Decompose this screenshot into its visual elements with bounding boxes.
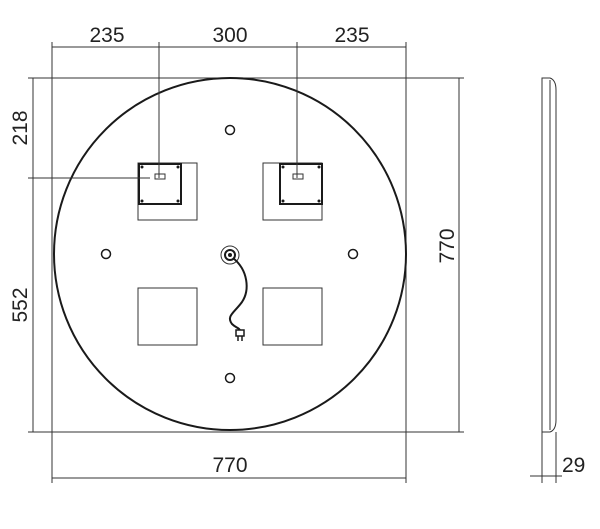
fixing-hole-left: [100, 248, 112, 260]
dim-side-depth: 29: [562, 454, 585, 477]
side-profile-outline: [541, 77, 557, 433]
left-dimension-lines: [28, 77, 150, 433]
dim-left-lower: 552: [9, 287, 32, 322]
side-view: 29: [530, 77, 585, 483]
round-mirror-outline: [53, 77, 407, 431]
right-dimension-lines: [406, 77, 464, 433]
power-cable: [220, 245, 248, 341]
fixing-hole-right: [347, 248, 359, 260]
dim-left-upper: 218: [9, 110, 32, 145]
top-dimension-lines: [51, 42, 407, 178]
dim-right-height: 770: [436, 228, 459, 263]
fixing-hole-bottom: [224, 372, 236, 384]
bottom-dimension-lines: [51, 432, 407, 483]
dim-top-center: 300: [212, 24, 247, 47]
front-view: 235 300 235 218 552 770 770: [9, 24, 464, 483]
dim-top-right: 235: [334, 24, 369, 47]
lower-plate-left: [137, 287, 198, 346]
mounting-bracket-left: [137, 162, 198, 221]
mounting-bracket-right: [262, 162, 323, 221]
fixing-hole-top: [224, 124, 236, 136]
lower-plate-right: [262, 287, 323, 346]
dim-bottom-width: 770: [212, 454, 247, 477]
dim-top-left: 235: [89, 24, 124, 47]
